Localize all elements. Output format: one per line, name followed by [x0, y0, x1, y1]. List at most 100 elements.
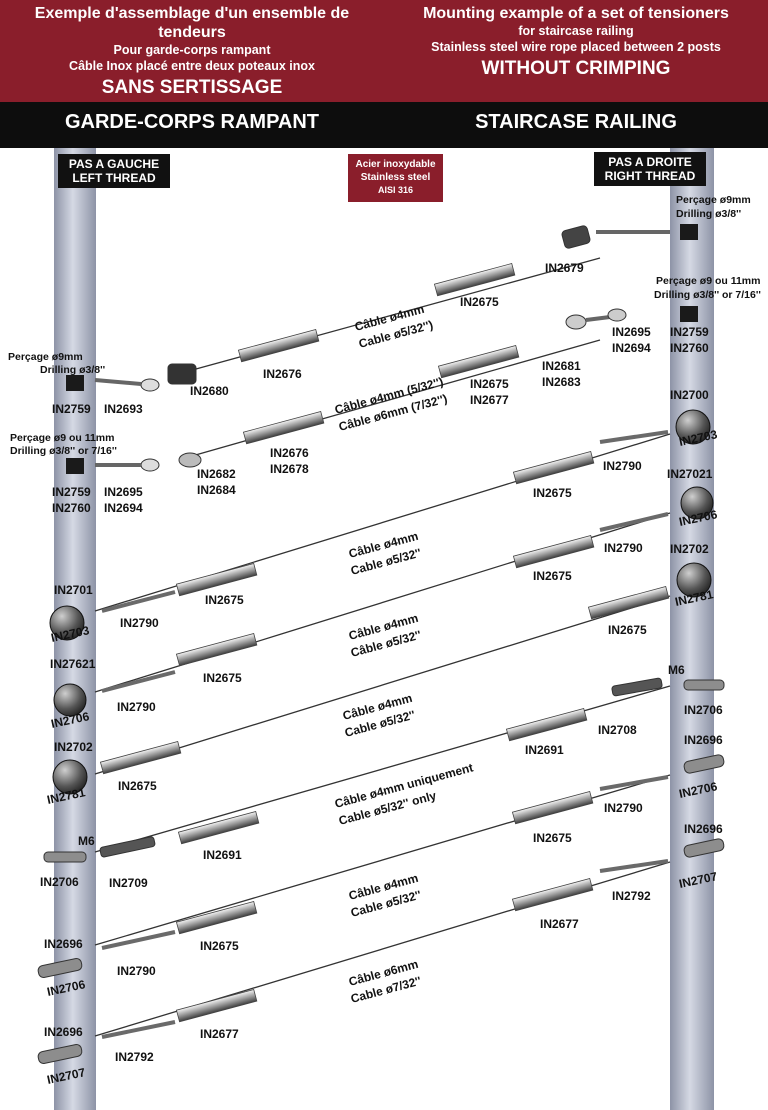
drilling-note: Perçage ø9mm: [8, 351, 83, 363]
drilling-note: Drilling ø3/8'': [676, 208, 741, 220]
part-label: IN2790: [117, 964, 156, 978]
knob-fitting: [683, 754, 725, 774]
part-label: IN2677: [200, 1027, 239, 1041]
part-label: M6: [668, 663, 685, 677]
eye-terminal: [565, 314, 587, 330]
threaded-rod: [599, 775, 669, 791]
part-label: IN2790: [604, 541, 643, 555]
right-thread-label: PAS A DROITE RIGHT THREAD: [594, 152, 706, 186]
part-label: IN2679: [545, 261, 584, 275]
threaded-rod: [599, 430, 669, 444]
part-label: IN2695: [612, 325, 651, 339]
threaded-rods: [101, 430, 669, 1039]
knob-fitting: [37, 957, 83, 979]
part-label: IN2691: [525, 743, 564, 757]
tensioner-barrel: [512, 535, 595, 569]
part-label: IN2676: [270, 446, 309, 460]
tensioner-barrel: [512, 451, 595, 485]
hinge-tensioner: [99, 836, 156, 858]
part-label: IN2790: [604, 801, 643, 815]
french-subtitle-1: Pour garde-corps rampant: [113, 43, 271, 57]
hinge-tensioner: [611, 677, 663, 697]
part-label: IN2677: [470, 393, 509, 407]
part-label: IN2759: [52, 402, 91, 416]
part-label: IN2790: [603, 459, 642, 473]
tensioner-barrel: [242, 411, 325, 445]
part-label: IN2684: [197, 483, 236, 497]
part-label: IN2696: [44, 1025, 83, 1039]
ball-fitting: [52, 759, 88, 795]
part-label: IN2676: [263, 367, 302, 381]
material-badge: Acier inoxydable Stainless steel AISI 31…: [348, 154, 443, 202]
part-label: IN2696: [44, 937, 83, 951]
threaded-rod: [599, 859, 669, 873]
part-label: M6: [78, 834, 95, 848]
right-thread-en: RIGHT THREAD: [604, 169, 696, 183]
header-english: Mounting example of a set of tensioners …: [384, 4, 768, 81]
part-label: IN2695: [104, 485, 143, 499]
drilling-note: Drilling ø3/8'' or 7/16'': [654, 289, 761, 301]
tensioner-barrel: [511, 878, 594, 912]
part-label: IN2709: [109, 876, 148, 890]
part-label: IN2675: [533, 831, 572, 845]
material-grade: AISI 316: [377, 185, 414, 195]
band-french: GARDE-CORPS RAMPANT: [64, 111, 320, 133]
ball-fitting: [680, 486, 714, 520]
part-label: IN2680: [190, 384, 229, 398]
left-thread-en: LEFT THREAD: [72, 171, 156, 185]
ball-fitting: [49, 605, 85, 641]
drilling-note: Drilling ø3/8'' or 7/16'': [10, 445, 117, 457]
knob-fitting: [43, 851, 87, 863]
tensioner-barrel: [175, 563, 258, 597]
cable-line: [94, 595, 671, 775]
part-label: IN2759: [52, 485, 91, 499]
knob-fitting: [683, 838, 725, 858]
part-label: IN2693: [104, 402, 143, 416]
drilling-note: Drilling ø3/8'': [40, 364, 105, 376]
part-label: IN2694: [612, 341, 651, 355]
material-en: Stainless steel: [360, 172, 431, 183]
english-headline: WITHOUT CRIMPING: [481, 58, 671, 79]
eye-stem: [94, 378, 142, 386]
drilling-note: Perçage ø9 ou 11mm: [10, 432, 114, 444]
fork-terminal: [561, 225, 591, 249]
part-label: IN2702: [54, 740, 93, 754]
english-subtitle-1: for staircase railing: [518, 24, 634, 38]
tensioner-barrel: [177, 811, 260, 845]
tensioner-barrel: [587, 586, 670, 620]
part-label: IN2675: [205, 593, 244, 607]
part-label: IN2675: [533, 569, 572, 583]
part-label: IN2700: [670, 388, 709, 402]
eye-terminal: [178, 452, 202, 468]
tensioner-barrel: [237, 329, 320, 363]
part-label: IN2678: [270, 462, 309, 476]
part-label: IN2790: [120, 616, 159, 630]
threaded-rod: [101, 930, 176, 950]
threaded-rod: [101, 1020, 176, 1039]
part-label: IN2683: [542, 375, 581, 389]
knob-fitting: [37, 1043, 83, 1065]
part-label: IN2792: [115, 1050, 154, 1064]
ball-fitting: [675, 409, 711, 445]
post-bushing: [66, 458, 84, 474]
threaded-rod: [101, 670, 176, 693]
material-fr: Acier inoxydable: [355, 159, 436, 170]
tensioner-barrel: [175, 633, 258, 667]
left-thread-label: PAS A GAUCHE LEFT THREAD: [58, 154, 170, 188]
part-label: IN2792: [612, 889, 651, 903]
part-label: IN2675: [200, 939, 239, 953]
part-label: IN2677: [540, 917, 579, 931]
eye-terminal: [140, 378, 160, 392]
french-title: Exemple d'assemblage d'un ensemble de te…: [34, 5, 350, 41]
part-label: IN2675: [118, 779, 157, 793]
eye-terminal: [140, 458, 160, 472]
tensioner-barrel: [99, 741, 182, 775]
threaded-rod: [101, 590, 176, 613]
part-label: IN2681: [542, 359, 581, 373]
section-band: GARDE-CORPS RAMPANT STAIRCASE RAILING: [0, 102, 768, 148]
ball-fitting: [676, 562, 712, 598]
part-label: IN2759: [670, 325, 709, 339]
part-label: IN2691: [203, 848, 242, 862]
part-label: IN2694: [104, 501, 143, 515]
part-label: IN2706: [684, 703, 723, 717]
